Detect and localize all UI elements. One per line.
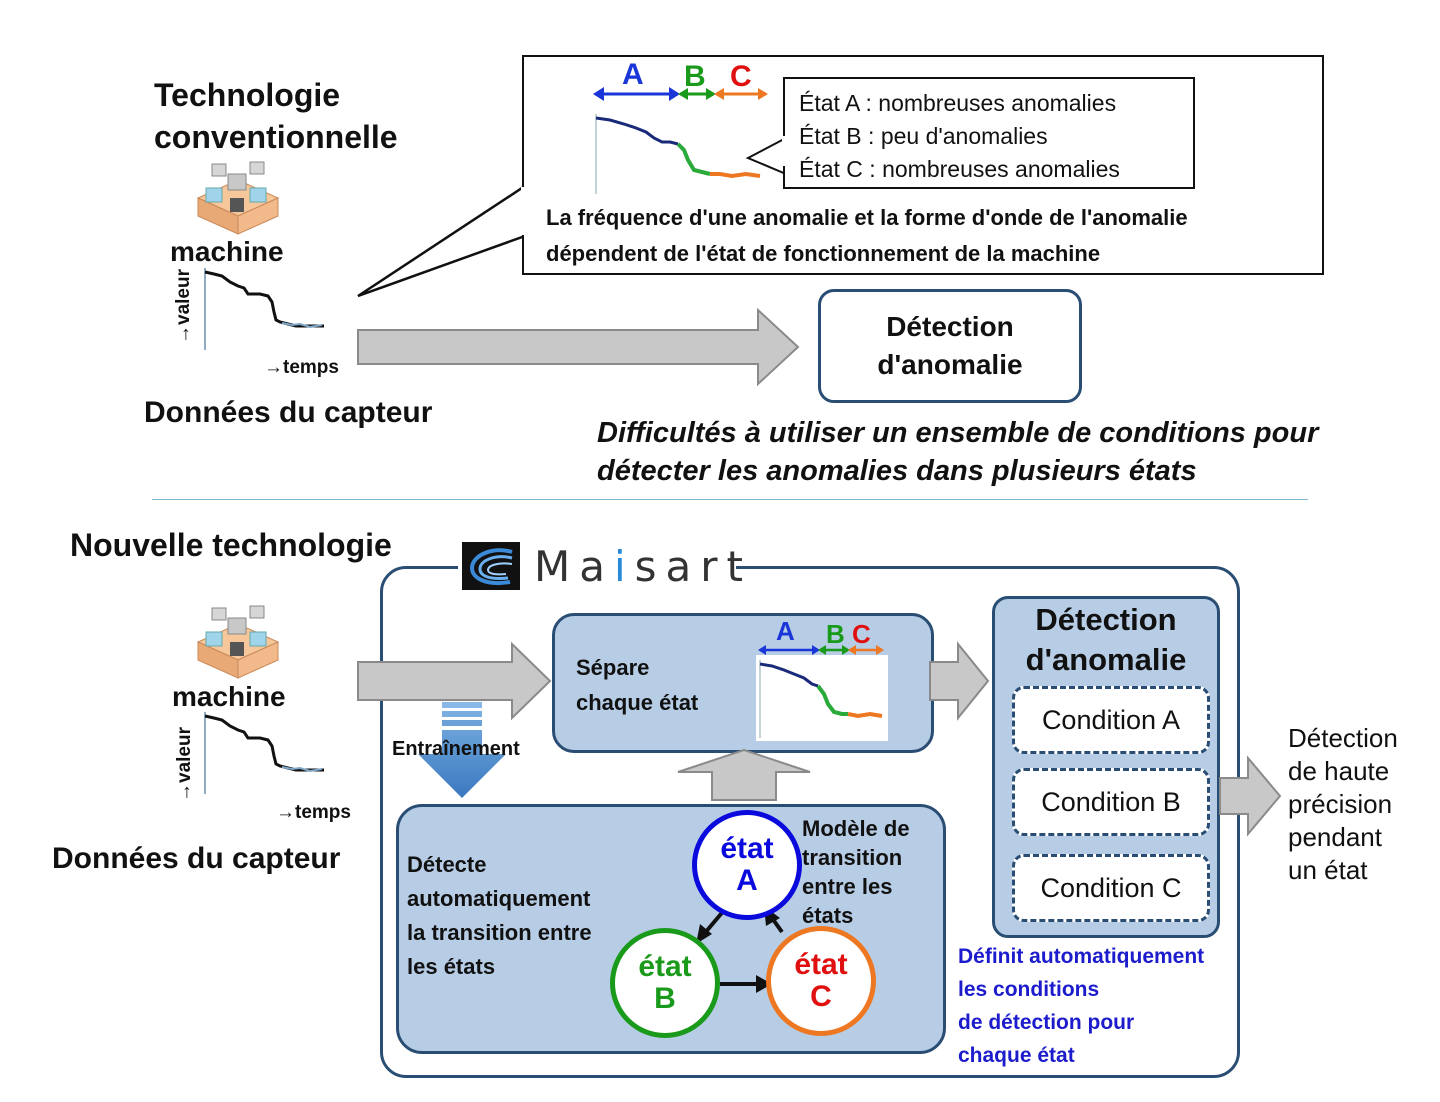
auto-detect-line2: automatiquement [407, 886, 591, 911]
training-arrow [418, 702, 506, 798]
flow-arrow-top [357, 307, 800, 387]
separate-line2: chaque état [576, 690, 699, 715]
defines-line2: les conditions [958, 978, 1100, 1001]
sensor-data-label: Données du capteur [144, 396, 433, 429]
logo-text-ma: Ma [534, 542, 614, 591]
auto-detect-text: Détecte automatiquement la transition en… [407, 848, 592, 984]
state-b-word: état [638, 950, 692, 983]
model-line1: Modèle de [802, 816, 910, 841]
axis-time-label: →temps [264, 357, 339, 378]
model-line3: entre les [802, 874, 893, 899]
state-a-desc: État A : nombreuses anomalies [799, 90, 1117, 116]
result-line5: un état [1288, 855, 1368, 885]
result-text: Détection de haute précision pendant un … [1288, 722, 1398, 887]
mini-label-b: B [826, 619, 845, 649]
state-c-letter: C [810, 980, 832, 1013]
separate-mini-chart [758, 645, 884, 738]
state-c-word: état [794, 948, 848, 981]
model-line4: états [802, 903, 854, 928]
detection-top-line2: d'anomalie [877, 349, 1023, 380]
condition-b-box: Condition B [1012, 768, 1210, 836]
axis-value-label: →valeur [173, 269, 194, 344]
defines-line3: de détection pour [958, 1011, 1135, 1034]
training-label: Entraînement [392, 738, 520, 760]
conventional-title: Technologie conventionnelle [154, 74, 398, 158]
defines-conditions-text: Définit automatiquement les conditions d… [958, 940, 1204, 1072]
result-line3: précision [1288, 789, 1393, 819]
defines-line1: Définit automatiquement [958, 945, 1205, 968]
result-line4: pendant [1288, 822, 1382, 852]
conventional-title-line1: Technologie [154, 77, 341, 113]
mini-label-c: C [852, 619, 871, 649]
detection-top-line1: Détection [886, 311, 1014, 342]
maisart-logo: Maisart [458, 540, 743, 592]
separate-line1: Sépare [576, 655, 650, 680]
mini-label-a: A [776, 616, 795, 646]
machine-label: machine [170, 236, 284, 267]
machine-label-bottom: machine [172, 681, 286, 712]
difficulty-text: Difficultés à utiliser un ensemble de co… [597, 414, 1318, 490]
result-line1: Détection [1288, 723, 1398, 753]
flow-arrow-output [1219, 755, 1282, 837]
state-c-desc: État C : nombreuses anomalies [799, 156, 1120, 182]
axis-value-label-bottom: →valeur [174, 727, 195, 802]
section-divider [152, 499, 1308, 500]
logo-text-i: i [613, 542, 635, 591]
detection-bottom-line2: d'anomalie [1025, 642, 1187, 677]
flow-arrow-to-separate [357, 641, 552, 721]
callout-note: La fréquence d'une anomalie et la forme … [546, 200, 1188, 272]
result-line2: de haute [1288, 756, 1390, 786]
sensor-waveform [204, 268, 324, 350]
condition-c-box: Condition C [1012, 854, 1210, 922]
state-b-letter: B [654, 982, 676, 1015]
state-a-letter: A [736, 864, 758, 897]
callout-note-line1: La fréquence d'une anomalie et la forme … [546, 205, 1188, 230]
logo-text-sart: sart [634, 542, 753, 591]
machine-icon [196, 161, 280, 235]
model-line2: transition [802, 845, 903, 870]
condition-a-box: Condition A [1012, 686, 1210, 754]
detection-panel-title: Détection d'anomalie [992, 600, 1220, 680]
state-circle-c: état C [766, 926, 876, 1036]
callout-label-b: B [684, 60, 706, 93]
difficulty-line2: détecter les anomalies dans plusieurs ét… [597, 455, 1197, 487]
auto-detect-line1: Détecte [407, 852, 487, 877]
callout-label-c: C [730, 60, 752, 93]
detection-box-top: Détection d'anomalie [818, 289, 1082, 403]
sensor-data-label-bottom: Données du capteur [52, 842, 341, 875]
flow-arrow-up [677, 748, 811, 801]
separate-states-text: Sépare chaque état [576, 650, 698, 720]
new-tech-title: Nouvelle technologie [70, 527, 392, 563]
callout-label-a: A [622, 58, 644, 91]
maisart-logo-icon [462, 542, 520, 590]
difficulty-line1: Difficultés à utiliser un ensemble de co… [597, 417, 1319, 449]
state-circle-b: état B [610, 928, 720, 1038]
state-a-word: état [720, 832, 774, 865]
state-description-box: État A : nombreuses anomalies État B : p… [783, 77, 1195, 189]
auto-detect-line4: les états [407, 954, 496, 979]
callout-joint [521, 187, 527, 235]
flow-arrow-to-detection [929, 641, 990, 721]
callout-note-line2: dépendent de l'état de fonctionnement de… [546, 241, 1101, 266]
model-text: Modèle de transition entre les états [802, 814, 910, 930]
defines-line4: chaque état [958, 1044, 1075, 1067]
state-b-desc: État B : peu d'anomalies [799, 123, 1048, 149]
axis-time-label-bottom: →temps [276, 802, 351, 823]
machine-icon-bottom [196, 605, 280, 679]
maisart-logo-text: Maisart [534, 542, 752, 591]
callout-state-chart [593, 87, 768, 194]
conventional-title-line2: conventionnelle [154, 119, 398, 155]
auto-detect-line3: la transition entre [407, 920, 592, 945]
detection-bottom-line1: Détection [1035, 602, 1177, 637]
sensor-waveform-bottom [204, 712, 324, 794]
state-circle-a: état A [692, 810, 802, 920]
state-box-joint [782, 136, 786, 166]
